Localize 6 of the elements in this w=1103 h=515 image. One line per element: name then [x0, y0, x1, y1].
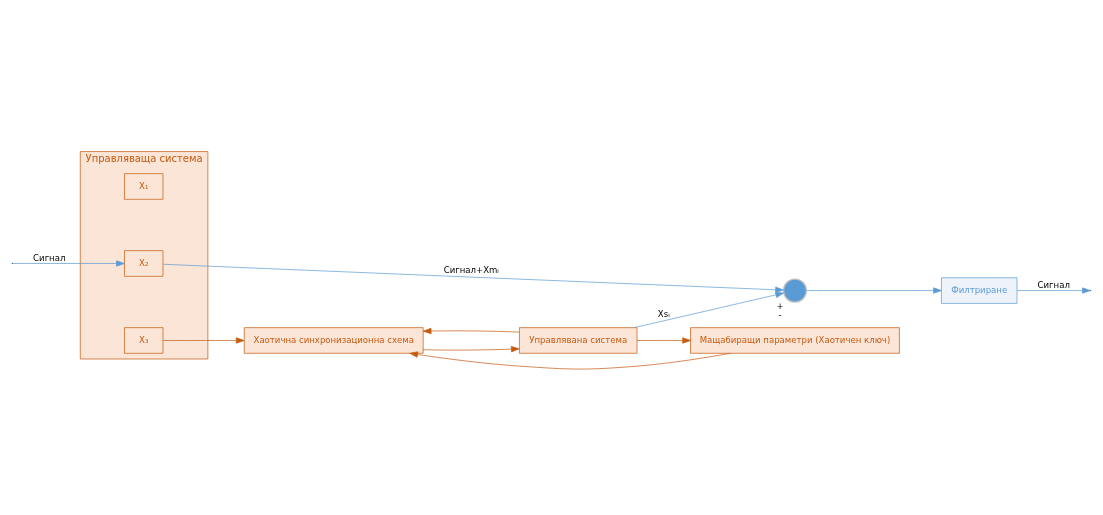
edge-label: Сигнал+Xmᵢ: [443, 265, 499, 276]
edge-label: Xsᵢ: [657, 309, 670, 320]
node-label: +: [776, 300, 784, 311]
node-label: -: [778, 310, 782, 321]
edge-label: Сигнал: [1037, 280, 1070, 291]
edge-label: Сигнал: [33, 253, 66, 264]
